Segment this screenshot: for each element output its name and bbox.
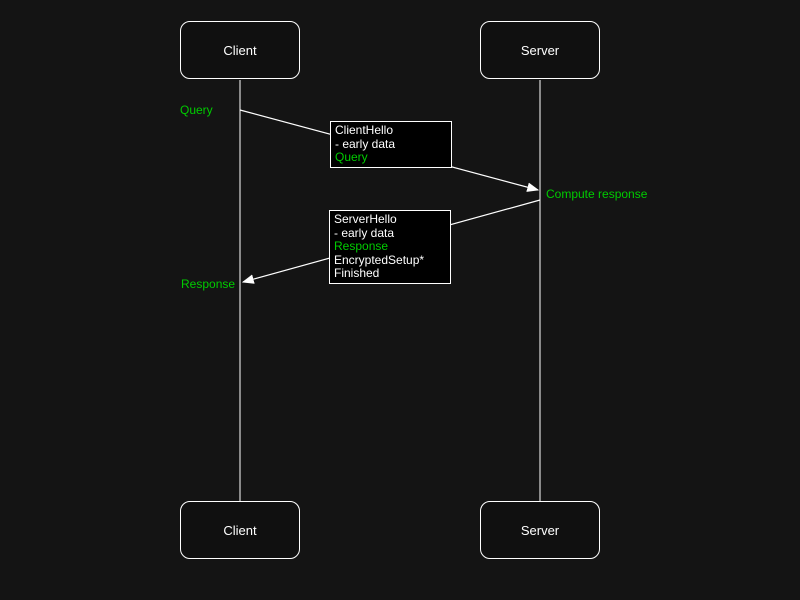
message-line: ClientHello	[335, 123, 394, 137]
message-line: - early data	[335, 136, 396, 151]
clienthello-message-box: ClientHello - early data Query	[330, 121, 452, 168]
actor-server-top: Server	[480, 21, 600, 79]
query-label: Query	[180, 103, 213, 117]
response-label: Response	[181, 277, 236, 291]
actor-label: Server	[520, 522, 560, 538]
compute-response-label: Compute response	[546, 187, 648, 201]
actor-server-bottom: Server	[480, 501, 600, 559]
actor-label: Client	[223, 42, 257, 58]
message-line: Finished	[334, 266, 380, 280]
actor-client-top: Client	[180, 21, 300, 79]
actor-label: Server	[520, 42, 560, 58]
message-line: - early data	[334, 225, 395, 240]
message-line: Query	[335, 150, 368, 164]
serverhello-message-box: ServerHello - early data Response Encryp…	[329, 210, 451, 284]
actor-label: Client	[223, 522, 257, 538]
message-line: Response	[334, 239, 389, 253]
message-line: EncryptedSetup*	[334, 252, 425, 267]
message-line: ServerHello	[334, 212, 397, 226]
actor-client-bottom: Client	[180, 501, 300, 559]
